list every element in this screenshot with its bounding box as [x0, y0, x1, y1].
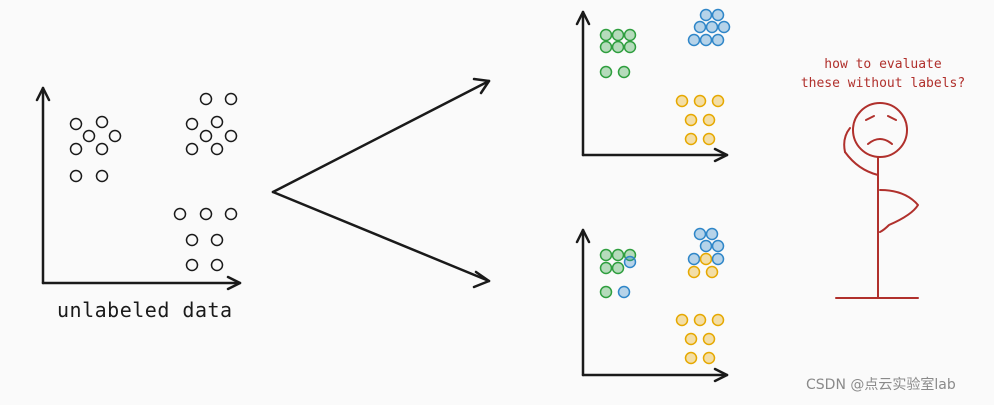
- yellow-cluster-point: [699, 252, 713, 266]
- bottom-clustered-plot-y-arrowhead: [575, 228, 591, 244]
- unlabeled-plot-y-arrowhead: [35, 86, 51, 102]
- yellow-cluster-point: [684, 132, 698, 146]
- arrow-to-top-plot: [271, 79, 491, 194]
- arrow-bottom-head: [472, 270, 491, 289]
- question-line-2: these without labels?: [800, 76, 966, 91]
- unlabeled-point: [108, 129, 122, 143]
- green-cluster-point: [611, 261, 625, 275]
- unlabeled-point: [210, 115, 224, 129]
- yellow-cluster-point: [711, 94, 725, 108]
- blue-cluster-point: [699, 239, 713, 253]
- yellow-cluster-point: [702, 332, 716, 346]
- stick-figure-arm-right: [879, 189, 919, 233]
- blue-cluster-point: [717, 20, 731, 34]
- blue-cluster-point: [617, 285, 631, 299]
- unlabeled-point: [199, 129, 213, 143]
- green-cluster-point: [599, 28, 613, 42]
- yellow-cluster-point: [675, 313, 689, 327]
- unlabeled-point: [69, 142, 83, 156]
- yellow-cluster-point: [675, 94, 689, 108]
- stick-figure-eyebrow-left: [865, 115, 875, 121]
- unlabeled-point: [199, 92, 213, 106]
- green-cluster-point: [617, 65, 631, 79]
- yellow-cluster-point: [684, 351, 698, 365]
- unlabeled-point: [95, 142, 109, 156]
- yellow-cluster-point: [684, 113, 698, 127]
- unlabeled-point: [210, 258, 224, 272]
- green-cluster-point: [599, 40, 613, 54]
- arrow-to-bottom-plot: [271, 190, 491, 283]
- stick-figure-frown: [867, 138, 893, 145]
- question-line-1: how to evaluate: [824, 57, 942, 72]
- unlabeled-point: [69, 169, 83, 183]
- unlabeled-point: [224, 92, 238, 106]
- blue-cluster-point: [687, 252, 701, 266]
- bottom-clustered-plot-x-arrowhead: [713, 367, 729, 383]
- blue-cluster-point: [699, 33, 713, 47]
- unlabeled-point: [224, 129, 238, 143]
- unlabeled-data-caption: unlabeled data: [57, 298, 233, 322]
- watermark: CSDN @点云实验室lab: [806, 377, 956, 393]
- green-cluster-point: [599, 65, 613, 79]
- stick-figure-eyebrow-right: [887, 115, 897, 121]
- blue-cluster-point: [693, 227, 707, 241]
- unlabeled-point: [173, 207, 187, 221]
- green-cluster-point: [611, 28, 625, 42]
- question-text: how to evaluate these without labels?: [783, 55, 983, 93]
- unlabeled-point: [210, 233, 224, 247]
- unlabeled-point: [224, 207, 238, 221]
- yellow-cluster-point: [711, 313, 725, 327]
- yellow-cluster-point: [702, 113, 716, 127]
- yellow-cluster-point: [702, 132, 716, 146]
- unlabeled-point: [95, 169, 109, 183]
- blue-cluster-point: [705, 20, 719, 34]
- unlabeled-point: [185, 233, 199, 247]
- blue-cluster-point: [623, 255, 637, 269]
- top-clustered-plot-x-arrowhead: [713, 147, 729, 163]
- top-clustered-plot-y-arrowhead: [575, 10, 591, 26]
- yellow-cluster-point: [693, 313, 707, 327]
- yellow-cluster-point: [693, 94, 707, 108]
- unlabeled-point: [185, 117, 199, 131]
- unlabeled-point: [69, 117, 83, 131]
- yellow-cluster-point: [705, 265, 719, 279]
- blue-cluster-point: [711, 252, 725, 266]
- green-cluster-point: [599, 261, 613, 275]
- unlabeled-point: [95, 115, 109, 129]
- blue-cluster-point: [693, 20, 707, 34]
- green-cluster-point: [623, 40, 637, 54]
- unlabeled-point: [185, 258, 199, 272]
- yellow-cluster-point: [702, 351, 716, 365]
- blue-cluster-point: [705, 227, 719, 241]
- blue-cluster-point: [687, 33, 701, 47]
- green-cluster-point: [611, 40, 625, 54]
- unlabeled-point: [185, 142, 199, 156]
- blue-cluster-point: [699, 8, 713, 22]
- blue-cluster-point: [711, 239, 725, 253]
- stick-figure-arm-left: [844, 151, 879, 176]
- unlabeled-point: [82, 129, 96, 143]
- unlabeled-plot-x-arrowhead: [226, 275, 242, 291]
- blue-cluster-point: [711, 8, 725, 22]
- yellow-cluster-point: [684, 332, 698, 346]
- unlabeled-point: [199, 207, 213, 221]
- green-cluster-point: [611, 248, 625, 262]
- yellow-cluster-point: [687, 265, 701, 279]
- unlabeled-point: [210, 142, 224, 156]
- green-cluster-point: [599, 248, 613, 262]
- green-cluster-point: [599, 285, 613, 299]
- blue-cluster-point: [711, 33, 725, 47]
- green-cluster-point: [623, 28, 637, 42]
- arrow-top-head: [472, 77, 491, 95]
- stick-figure-head: [852, 102, 908, 158]
- stick-figure-hand-left: [843, 127, 851, 153]
